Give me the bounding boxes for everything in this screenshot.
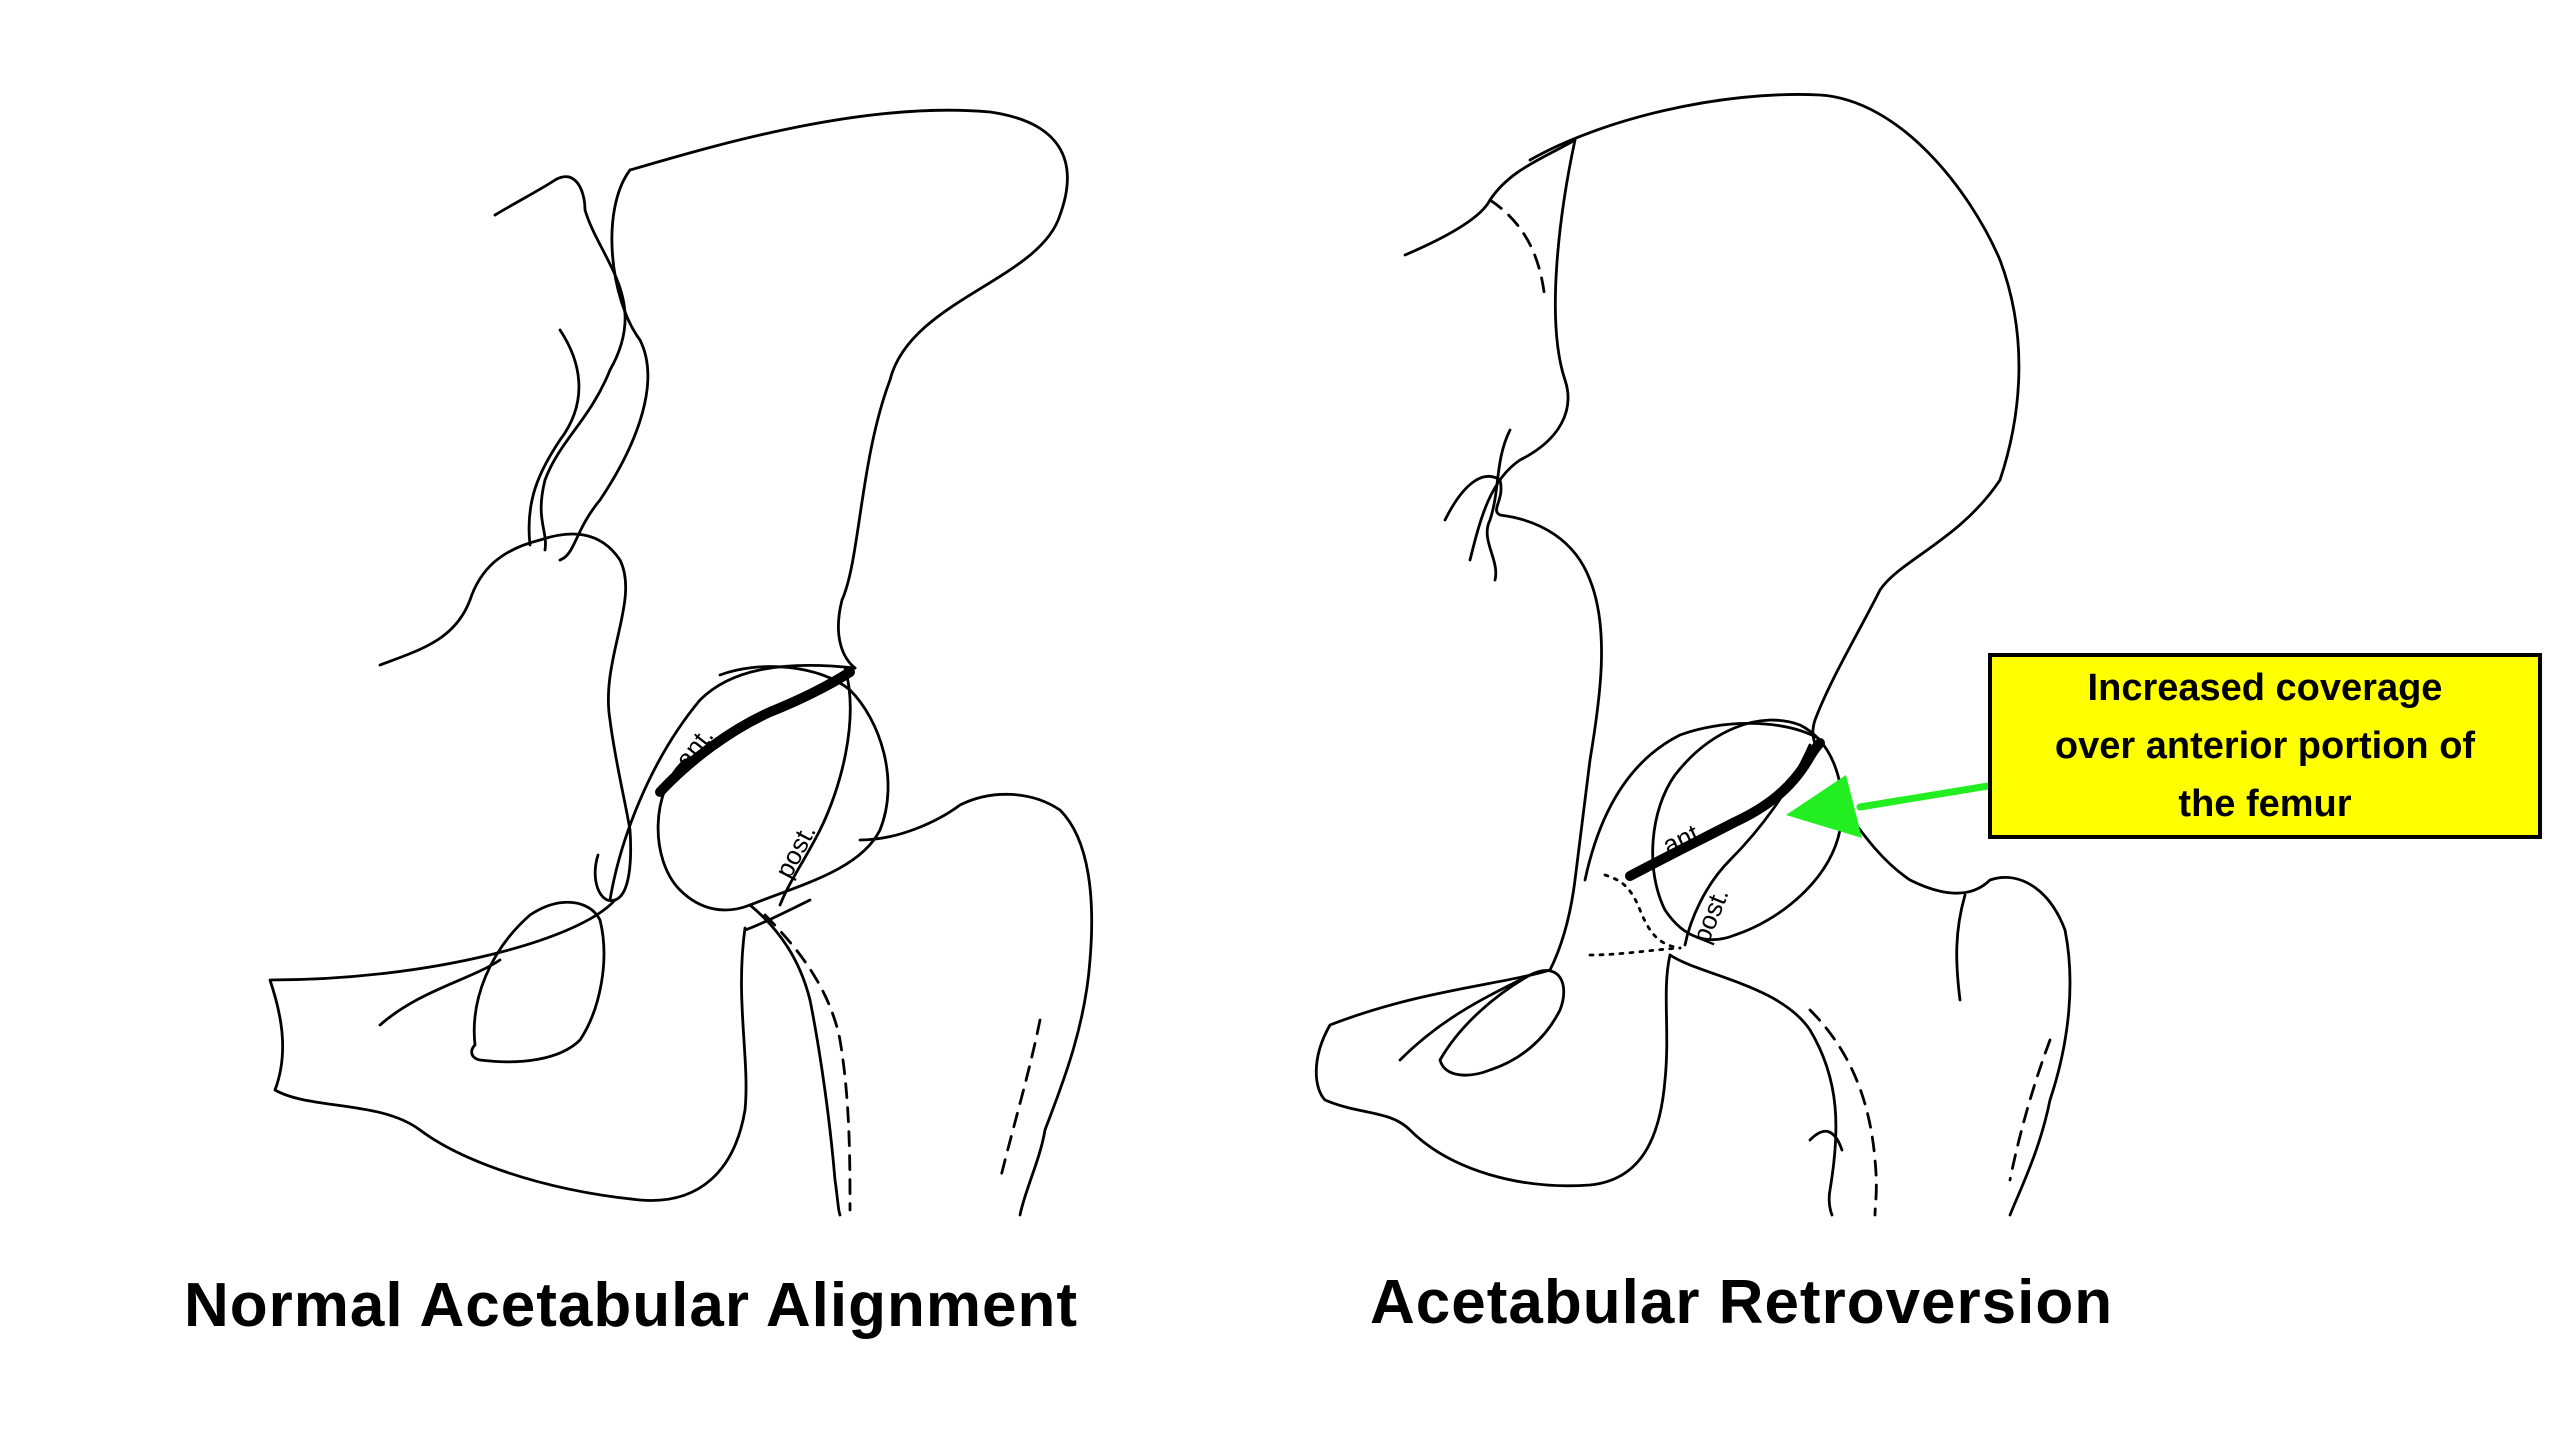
right-sacral-outline <box>1403 138 1577 257</box>
right-pelvis-lower-outline <box>1314 953 1672 1188</box>
callout-arrow <box>1786 775 1992 838</box>
right-greater-trochanter <box>1836 798 2072 1217</box>
right-shaft-dashed <box>2008 1038 2052 1182</box>
left-iliac-wing-outline <box>628 108 1069 670</box>
right-iliac-crest-inner <box>1468 138 1577 562</box>
left-posterior-label: post. <box>769 819 822 883</box>
left-sacral-inner <box>527 328 581 547</box>
right-obturator-foramen <box>1438 969 1565 1077</box>
right-dotted-boundary <box>1603 873 1682 950</box>
callout-arrow-shaft <box>1856 782 1992 811</box>
callout-line-2: over anterior portion of <box>2054 725 2476 767</box>
left-sacroiliac-edge <box>378 532 633 902</box>
left-femoral-neck <box>748 903 842 1217</box>
retroversion-hip-drawing: ant. post. <box>1314 93 2072 1217</box>
left-shaft-dashed <box>998 1018 1042 1182</box>
callout-box: Increased coverage over anterior portion… <box>1988 653 2542 839</box>
normal-hip-drawing: ant. post. <box>268 108 1094 1217</box>
right-lesser-trochanter <box>1808 1129 1844 1152</box>
callout-arrow-head <box>1786 775 1862 838</box>
right-iliac-crest-dashed <box>1488 198 1547 302</box>
left-femoral-neck-dashed <box>763 913 852 1212</box>
right-pelvic-brim <box>1398 978 1522 1062</box>
left-femoral-head <box>656 665 890 912</box>
callout-line-1: Increased coverage <box>2087 667 2443 709</box>
right-trochanter-inner <box>1955 893 1967 1002</box>
left-sacral-outline <box>493 175 627 552</box>
right-anterior-wall-rim <box>1625 738 1825 881</box>
right-sacroiliac-edge <box>1443 475 1603 972</box>
left-greater-trochanter <box>858 792 1094 1217</box>
left-iliac-crest-inner <box>558 168 650 562</box>
right-acetabular-roof <box>1583 722 1820 882</box>
left-lesser-trochanter <box>743 898 812 932</box>
right-femoral-neck <box>1668 953 1838 1217</box>
right-sacral-wavy <box>1485 428 1512 582</box>
right-dotted-base <box>1588 946 1682 957</box>
left-pelvic-brim <box>378 958 502 1027</box>
right-femoral-head <box>1651 718 1844 942</box>
right-femoral-neck-dashed <box>1808 1008 1878 1217</box>
right-iliac-wing-outline <box>1528 93 2021 752</box>
callout-line-3: the femur <box>2178 783 2352 825</box>
left-pelvis-lower-outline <box>268 898 748 1202</box>
retroversion-caption: Acetabular Retroversion <box>1370 1268 2114 1337</box>
normal-alignment-caption: Normal Acetabular Alignment <box>184 1271 1079 1340</box>
left-anterior-wall-rim <box>655 667 855 797</box>
left-acetabular-roof <box>608 663 857 902</box>
left-obturator-foramen <box>470 900 606 1064</box>
left-posterior-wall-line <box>778 666 852 907</box>
